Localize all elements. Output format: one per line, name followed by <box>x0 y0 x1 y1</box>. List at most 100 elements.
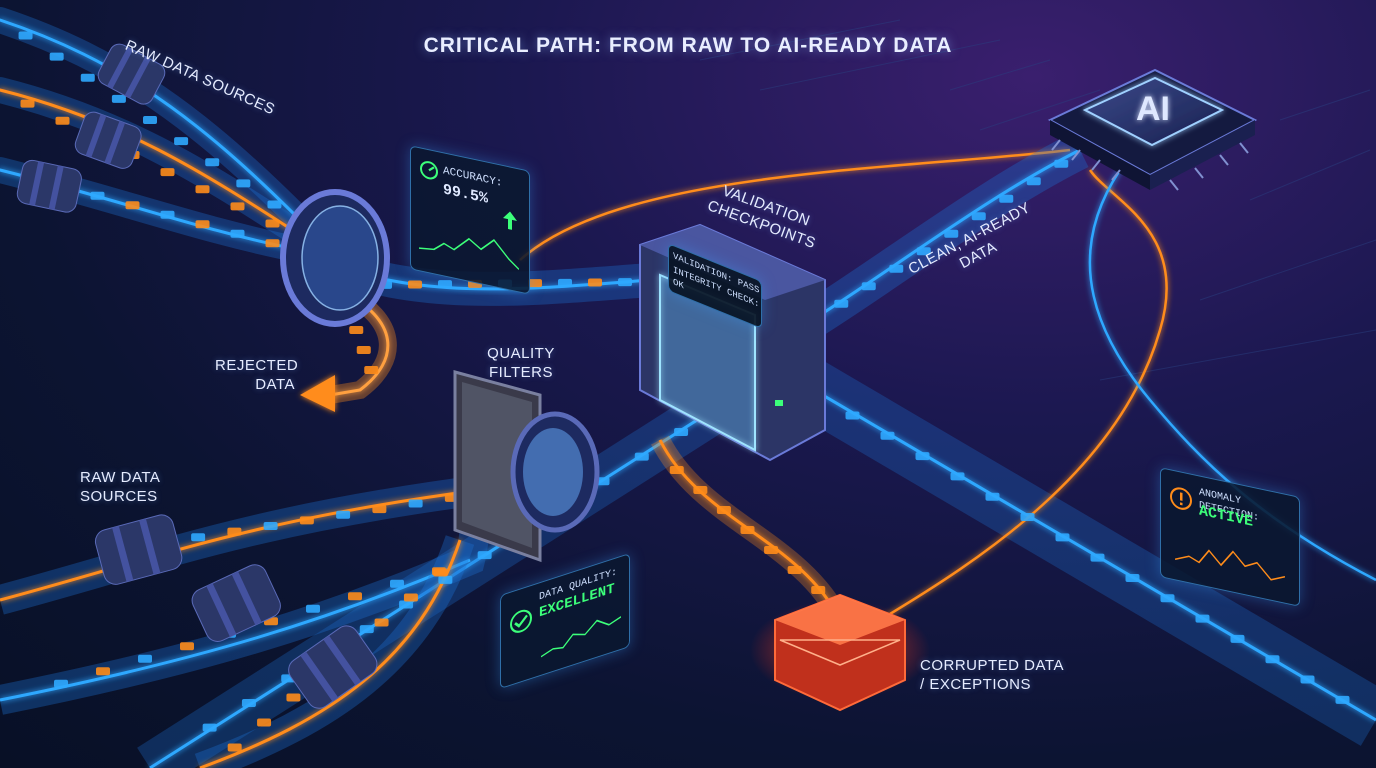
data-packet <box>1230 634 1245 643</box>
data-packet <box>143 116 157 124</box>
label-rejected-data: REJECTED DATA <box>215 357 299 393</box>
data-packet <box>1026 177 1041 186</box>
data-packet <box>160 168 175 177</box>
accuracy-sparkline <box>419 237 519 270</box>
data-packet <box>299 516 314 525</box>
data-packet <box>230 202 245 211</box>
rejected-arrow-icon <box>300 375 335 412</box>
data-packet <box>49 52 64 61</box>
data-packet <box>390 579 404 588</box>
data-packet <box>1265 655 1280 664</box>
data-packet <box>227 743 242 752</box>
label-quality-filters: QUALITY FILTERS <box>487 345 555 381</box>
data-packet <box>971 212 986 221</box>
data-packet <box>618 278 632 287</box>
data-packet <box>138 654 152 663</box>
data-packet <box>1125 573 1140 582</box>
data-packet <box>202 723 217 732</box>
data-packet <box>267 200 282 209</box>
data-packet <box>1300 675 1315 684</box>
data-packet <box>348 592 362 601</box>
data-packet <box>477 551 492 560</box>
data-packet <box>55 116 70 125</box>
data-packet <box>227 527 242 536</box>
data-packet <box>125 201 140 210</box>
data-packet <box>1020 513 1035 522</box>
data-packet <box>1335 695 1350 704</box>
label-corrupted-data: CORRUPTED DATA / EXCEPTIONS <box>920 657 1064 693</box>
chip-label: AI <box>1136 90 1170 128</box>
data-packet <box>111 94 126 103</box>
data-packet <box>764 546 779 554</box>
data-quality-panel: DATA QUALITY: EXCELLENT <box>500 552 630 690</box>
data-packet <box>845 411 860 420</box>
data-packet <box>880 431 895 440</box>
data-packet <box>263 521 278 530</box>
data-packet <box>834 299 849 308</box>
data-packet <box>80 73 95 82</box>
data-packet <box>674 427 689 436</box>
data-packet <box>999 194 1014 203</box>
data-packet <box>811 586 826 594</box>
data-packet <box>950 472 965 481</box>
page-title: CRITICAL PATH: FROM RAW TO AI-READY DATA <box>423 34 953 57</box>
data-packet <box>336 510 351 519</box>
data-packet <box>889 264 904 273</box>
data-packet <box>915 452 930 461</box>
data-packet <box>438 575 453 584</box>
data-packet <box>916 247 931 256</box>
pipe-couplings-bottom <box>94 514 378 709</box>
data-packet <box>364 366 379 374</box>
data-packet <box>588 278 602 287</box>
data-packet <box>191 533 206 542</box>
data-packet <box>669 466 684 474</box>
data-packet <box>399 600 414 609</box>
data-packet <box>20 99 35 108</box>
data-packet <box>985 492 1000 501</box>
data-packet <box>236 179 251 188</box>
checkmark-icon <box>510 609 532 633</box>
data-packet <box>96 667 110 676</box>
data-packet <box>403 593 418 602</box>
data-packet <box>180 642 194 651</box>
up-arrow-icon <box>503 211 517 230</box>
data-packet <box>433 568 448 577</box>
data-packet <box>241 699 256 708</box>
data-packet <box>54 679 68 688</box>
data-packet <box>195 220 210 229</box>
data-packet <box>1054 159 1069 168</box>
data-packet <box>944 229 959 238</box>
pipe-couplings-top <box>16 43 166 213</box>
data-quality-sparkline <box>541 616 621 658</box>
anomaly-panel: ANOMALY DETECTION: ACTIVE <box>1160 467 1300 607</box>
data-packet <box>349 326 364 334</box>
data-packet <box>374 618 389 627</box>
circuit-traces <box>699 19 1376 381</box>
data-packet <box>528 279 542 288</box>
data-packet <box>18 31 33 40</box>
data-packet <box>286 693 301 702</box>
data-packet <box>356 346 371 354</box>
data-packet <box>438 280 452 289</box>
data-packet <box>634 452 649 461</box>
corrupted-data-cube <box>750 593 930 712</box>
data-packet <box>160 210 175 219</box>
ai-chip: AI <box>1047 68 1258 191</box>
data-packet <box>174 137 189 146</box>
warning-icon <box>1170 487 1192 510</box>
anomaly-sparkline <box>1175 549 1285 581</box>
data-packet <box>372 505 387 514</box>
accuracy-panel: ACCURACY: 99.5% <box>410 145 530 295</box>
data-packet <box>716 506 731 514</box>
data-packet <box>205 158 220 167</box>
data-packet <box>265 239 280 248</box>
data-packet <box>359 625 374 634</box>
data-packet <box>195 185 210 194</box>
data-packet <box>1160 594 1175 603</box>
quality-filter <box>453 370 600 563</box>
data-packet <box>230 229 245 238</box>
data-packet <box>693 486 708 494</box>
data-packet <box>1090 553 1105 562</box>
data-packet <box>787 566 802 574</box>
